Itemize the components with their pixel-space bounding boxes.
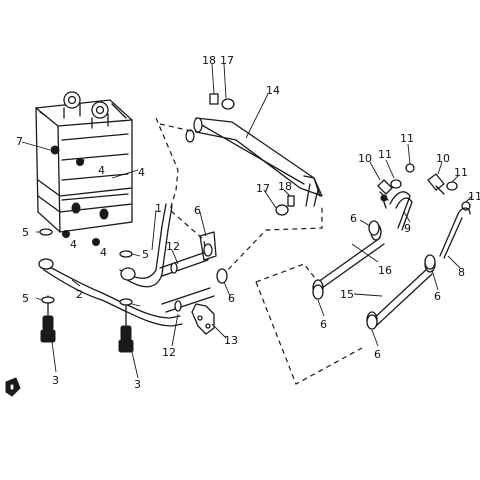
assembly-line xyxy=(255,281,363,385)
radiator xyxy=(35,91,133,233)
callout-16: 16 xyxy=(378,264,392,277)
callout-18: 18 xyxy=(278,180,292,193)
o-ring-11 xyxy=(446,181,458,191)
assembly-line xyxy=(159,123,197,133)
callout-12: 12 xyxy=(166,240,180,253)
leader-lines xyxy=(21,63,473,379)
callout-18: 18 xyxy=(202,54,216,67)
callout-6: 6 xyxy=(320,318,327,331)
fan-shroud-14 xyxy=(185,117,323,207)
callout-3: 3 xyxy=(134,378,141,391)
radiator-lower-mount xyxy=(71,202,81,214)
hose-clamp xyxy=(120,267,136,281)
callout-4: 4 xyxy=(70,238,77,251)
screw-18 xyxy=(209,93,219,105)
callout-6: 6 xyxy=(350,212,357,225)
hose-12-upper xyxy=(159,251,209,277)
callout-4: 4 xyxy=(98,164,105,177)
radiator-mount-ear-left xyxy=(63,91,81,109)
callout-6: 6 xyxy=(374,348,381,361)
washer-5 xyxy=(119,250,133,258)
callout-13: 13 xyxy=(224,334,238,347)
nut-17 xyxy=(275,204,289,216)
radiator-lower-mount xyxy=(99,208,109,220)
screw-18 xyxy=(287,195,295,207)
o-ring-11 xyxy=(405,163,415,173)
callout-6: 6 xyxy=(434,290,441,303)
callout-8: 8 xyxy=(458,266,465,279)
callout-9: 9 xyxy=(404,222,411,235)
callout-15: 15 xyxy=(340,288,354,301)
assembly-line xyxy=(155,117,207,261)
washer-5 xyxy=(41,296,55,304)
washer-6 xyxy=(366,314,378,330)
hose-12-lower xyxy=(161,287,215,313)
callout-11: 11 xyxy=(378,148,392,161)
callout-14: 14 xyxy=(266,84,280,97)
orientation-icon xyxy=(5,377,21,397)
callout-2: 2 xyxy=(76,288,83,301)
nut-4 xyxy=(62,230,70,238)
nut-4 xyxy=(92,238,100,246)
callout-11: 11 xyxy=(454,166,468,179)
temp-sensor-10-left xyxy=(377,179,393,209)
callout-6: 6 xyxy=(228,292,235,305)
callout-17: 17 xyxy=(256,182,270,195)
assembly-line xyxy=(255,263,319,283)
callout-5: 5 xyxy=(22,226,29,239)
callout-10: 10 xyxy=(358,152,372,165)
hose-2 xyxy=(38,258,183,327)
o-ring-11 xyxy=(390,179,402,189)
assembly-line xyxy=(221,206,323,277)
washer-5 xyxy=(39,228,53,236)
callout-7: 7 xyxy=(16,135,23,148)
callout-11: 11 xyxy=(400,132,414,145)
callout-5: 5 xyxy=(142,248,149,261)
washer-6 xyxy=(424,254,436,270)
nut-17 xyxy=(221,98,235,110)
radiator-mount-ear-right xyxy=(91,101,109,119)
washer-5 xyxy=(119,298,133,306)
washer-6 xyxy=(368,220,380,236)
callout-6: 6 xyxy=(194,204,201,217)
callout-1: 1 xyxy=(155,202,162,215)
bracket-13 xyxy=(191,303,215,335)
callout-5: 5 xyxy=(22,292,29,305)
bolt-3-left xyxy=(40,295,56,343)
callout-4: 4 xyxy=(138,166,145,179)
fitting-6 xyxy=(199,231,217,261)
callout-10: 10 xyxy=(436,152,450,165)
callout-17: 17 xyxy=(220,54,234,67)
washer-6 xyxy=(312,284,324,300)
callout-3: 3 xyxy=(52,374,59,387)
pipe-8 xyxy=(439,207,471,259)
bolt-3-right xyxy=(118,305,134,353)
pipe-9 xyxy=(389,191,413,231)
temp-sensor-10-right xyxy=(427,173,445,195)
fitting-6 xyxy=(216,268,228,284)
callout-12: 12 xyxy=(162,346,176,359)
callout-11: 11 xyxy=(468,190,480,203)
callout-4: 4 xyxy=(100,246,107,259)
